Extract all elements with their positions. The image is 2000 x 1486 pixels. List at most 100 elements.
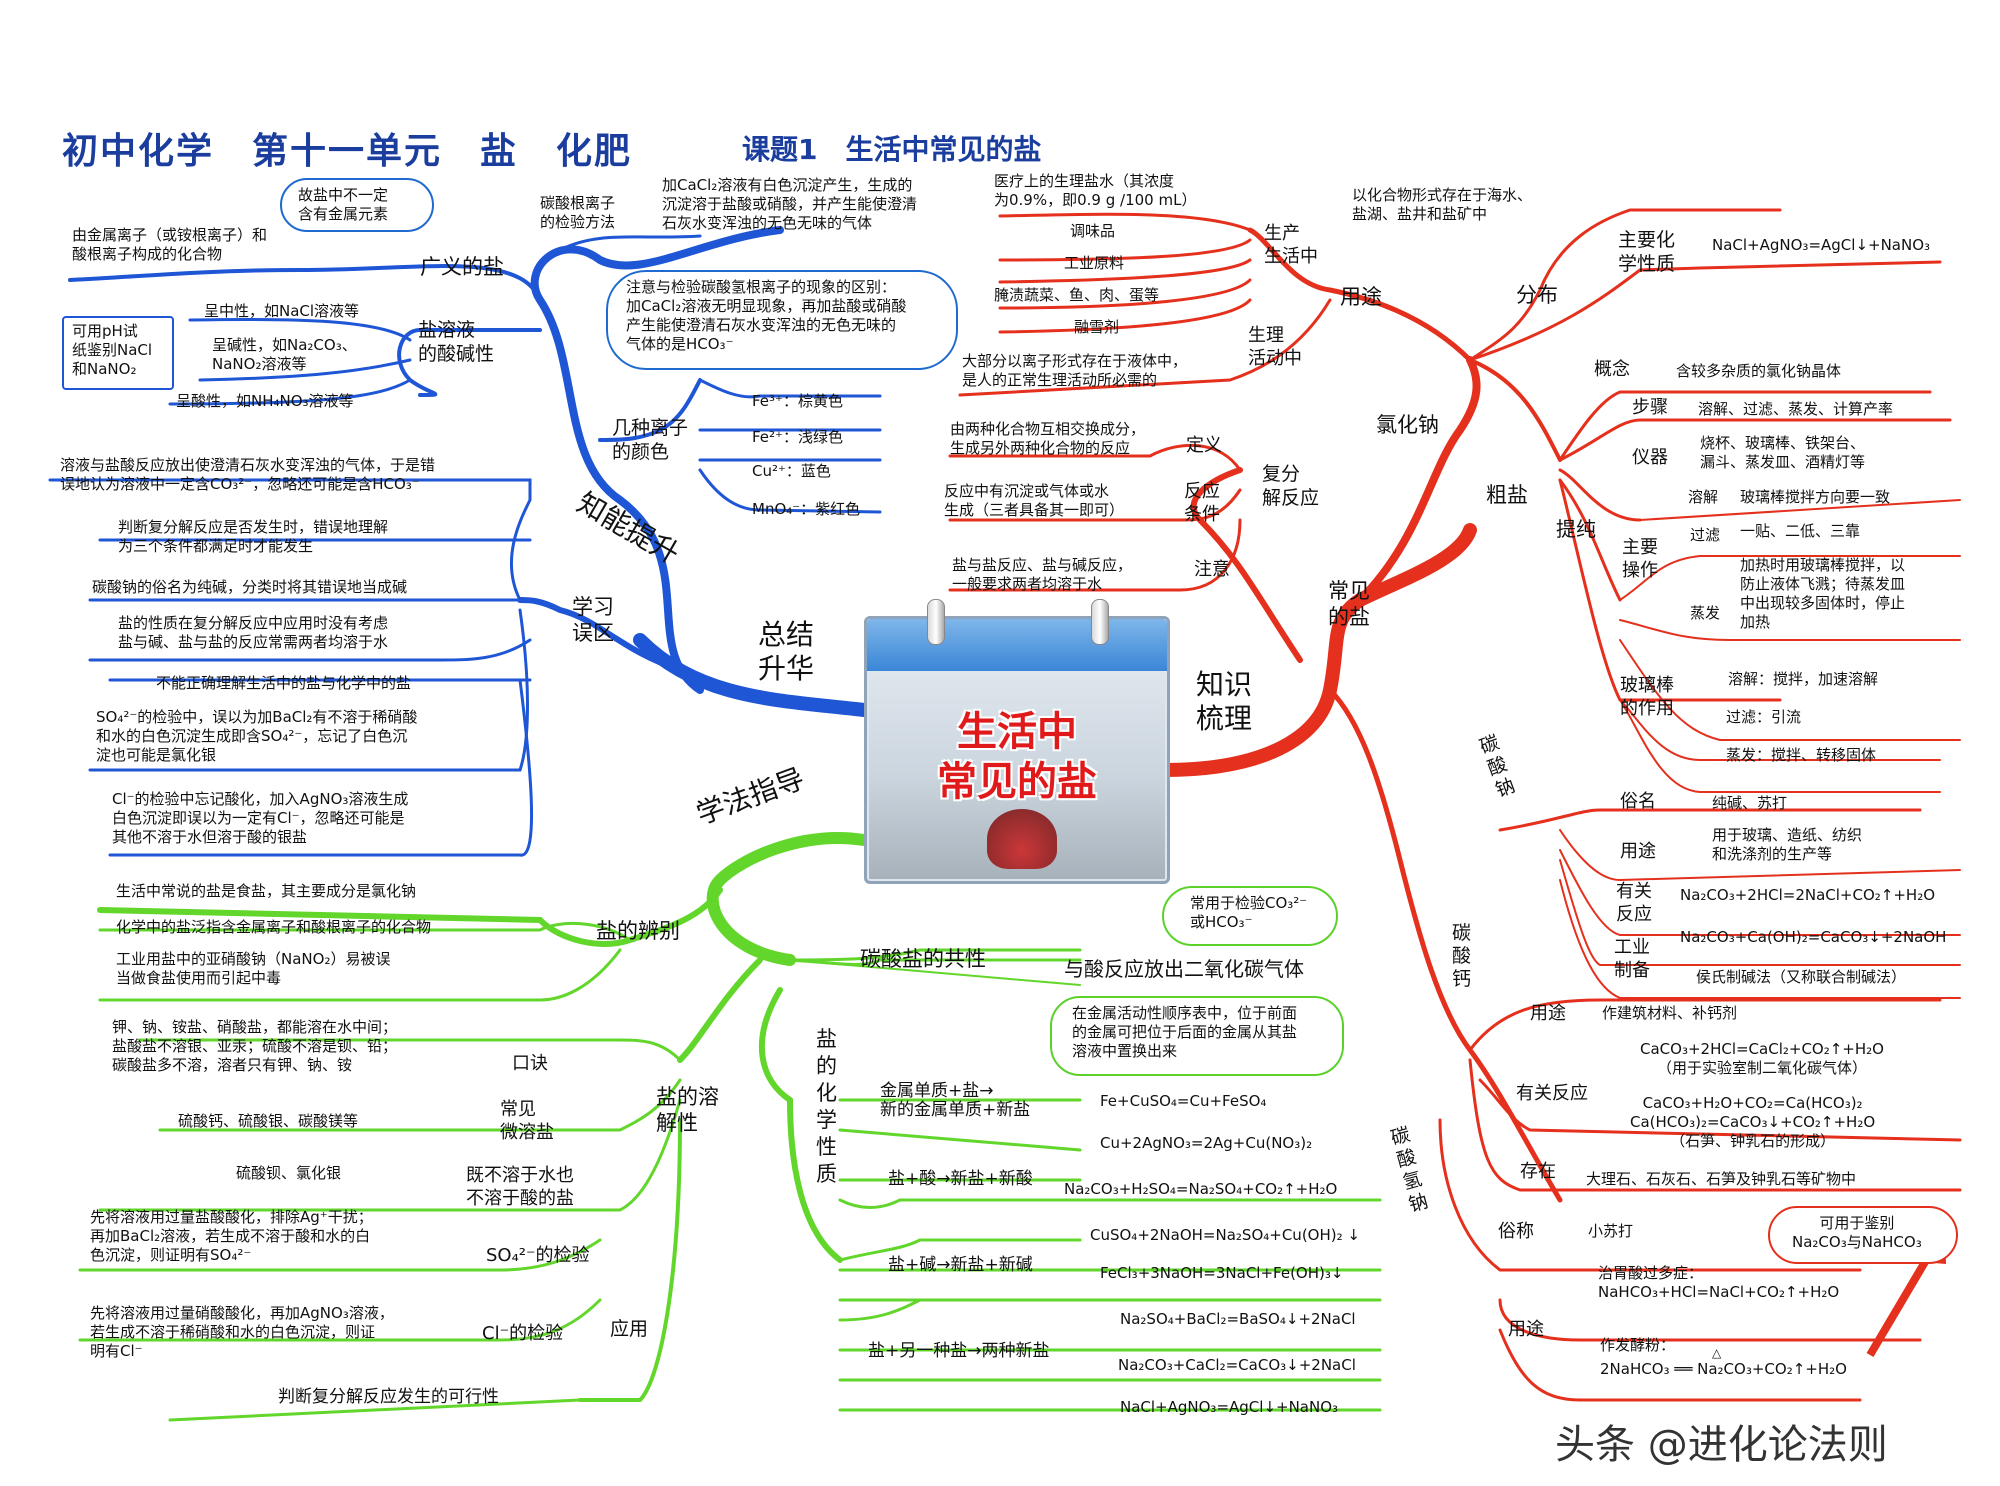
label-gongye: 工业 制备 — [1614, 937, 1650, 981]
eq-fe: Fe+CuSO₄=Cu+FeSO₄ — [1100, 1092, 1267, 1110]
text-fajiao: 作发酵粉： — [1600, 1336, 1676, 1354]
label-suchen: 俗称 — [1498, 1221, 1534, 1242]
page-subtitle: 课题1 生活中常见的盐 — [742, 133, 1042, 166]
eq-ca-2: CaCO₃+H₂O+CO₂=Ca(HCO₃)₂ Ca(HCO₃)₂=CaCO₃↓… — [1630, 1094, 1876, 1150]
text-fe2: Fe²⁺：浅绿色 — [752, 428, 843, 446]
center-title-line1: 生活中 — [957, 709, 1077, 755]
text-fenbu: 以化合物形式存在于海水、 盐湖、盐井和盐矿中 — [1352, 186, 1533, 223]
text-weirong: 硫酸钙、硫酸银、碳酸镁等 — [178, 1112, 359, 1130]
label-gainian: 概念 — [1594, 359, 1630, 380]
note-bubble-jianbie: 可用于鉴别 Na₂CO₃与NaHCO₃ — [1768, 1206, 1958, 1264]
label-na-yongtu: 用途 — [1620, 841, 1656, 862]
text-panduan: 判断复分解反应发生的可行性 — [278, 1387, 499, 1407]
note-bubble-metal-order: 在金属活动性顺序表中，位于前面 的金属可把位于后面的金属从其盐 溶液中置换出来 — [1050, 996, 1344, 1076]
label-hco3-yongtu: 用途 — [1508, 1319, 1544, 1340]
note-text: 可用于鉴别 Na₂CO₃与NaHCO₃ — [1792, 1214, 1922, 1251]
note-bubble-co3: 常用于检验CO₃²⁻ 或HCO₃⁻ — [1162, 886, 1338, 946]
watermark: 头条 @进化论法则 — [1555, 1422, 1888, 1468]
text-wuqu-3: 盐的性质在复分解反应中应用时没有考虑 盐与碱、盐与盐的反应常需两者均溶于水 — [118, 614, 389, 651]
text-yiqi: 烧杯、玻璃棒、铁架台、 漏斗、蒸发皿、酒精灯等 — [1700, 434, 1866, 471]
label-zhuyao: 主要化 学性质 — [1618, 229, 1676, 275]
text-wuqu-6: Cl⁻的检验中忘记酸化，加入AgNO₃溶液生成 白色沉淀即误以为一定有Cl⁻，忽… — [112, 790, 409, 846]
label-lvhuana: 氯化钠 — [1376, 413, 1439, 437]
text-so4-check: 先将溶液用过量盐酸酸化，排除Ag⁺干扰； 再加BaCl₂溶液，若生成不溶于酸和水… — [90, 1208, 373, 1264]
label-suanjian: 盐溶液 的酸碱性 — [418, 319, 495, 365]
text-suanxing: 呈酸性，如NH₄NO₃溶液等 — [176, 392, 354, 410]
text-wuqu-1: 判断复分解反应是否发生时，错误地理解 为三个条件都满足时才能发生 — [118, 518, 389, 555]
text-suming: 纯碱、苏打 — [1712, 794, 1788, 812]
label-fenbu: 分布 — [1516, 283, 1558, 307]
label-suming: 俗名 — [1620, 791, 1656, 812]
eq-na-2: Na₂CO₃+Ca(OH)₂=CaCO₃↓+2NaOH — [1680, 928, 1947, 946]
text-mno4: MnO₄⁻：紫红色 — [752, 500, 861, 518]
text-boli-2: 过滤：引流 — [1726, 708, 1802, 726]
center-title-line2: 常见的盐 — [937, 759, 1097, 805]
text-tansuan-desc: 加CaCl₂溶液有白色沉淀产生，生成的 沉淀溶于盐酸或硝酸，并产生能使澄清 石灰… — [662, 176, 918, 232]
text-gongye: 侯氏制碱法（又称联合制碱法） — [1696, 968, 1907, 986]
label-zhuyao-caozuo: 主要 操作 — [1622, 537, 1658, 581]
text-bb-3: 工业用盐中的亚硝酸钠（NaNO₂）易被误 当做食盐使用而引起中毒 — [116, 950, 391, 987]
branch-zongjie: 总结 升华 — [758, 618, 815, 685]
calendar-header — [867, 619, 1167, 671]
text-suchen: 小苏打 — [1588, 1222, 1634, 1240]
text-wuqu-0: 溶液与盐酸反应放出使澄清石灰水变浑浊的气体，于是错 误地认为溶液中一定含CO₃²… — [60, 456, 436, 493]
eq-baso4: Na₂SO₄+BaCl₂=BaSO₄↓+2NaCl — [1120, 1310, 1356, 1328]
label-yan-suan: 盐+酸→新盐+新酸 — [888, 1169, 1033, 1189]
text-na-yongtu: 用于玻璃、造纸、纺织 和洗涤剂的生产等 — [1712, 826, 1863, 863]
text-zhiliao: 治胃酸过多症： NaHCO₃+HCl=NaCl+CO₂↑+H₂O — [1598, 1264, 1840, 1301]
branch-zhishi: 知识 梳理 — [1196, 668, 1253, 735]
eq-fajiao: 2NaHCO₃ ══ Na₂CO₃+CO₂↑+H₂O — [1600, 1360, 1847, 1378]
text-boli-3: 蒸发：搅拌、转移固体 — [1726, 746, 1877, 764]
label-tansuan-check: 碳酸根离子 的检验方法 — [540, 194, 616, 231]
branch-xuexi: 学习 误区 — [572, 595, 614, 645]
text-delta: △ — [1712, 1346, 1722, 1360]
label-youguan: 有关 反应 — [1616, 881, 1652, 925]
label-cl-check: Cl⁻的检验 — [482, 1323, 564, 1344]
note-text: 注意与检验碳酸氢根离子的现象的区别： 加CaCl₂溶液无明显现象，再加盐酸或硝酸… — [626, 278, 907, 353]
label-burong: 既不溶于水也 不溶于酸的盐 — [466, 1165, 574, 1209]
label-yongtu: 用途 — [1340, 285, 1382, 309]
label-koujue: 口诀 — [512, 1053, 548, 1074]
label-guangyi: 广义的盐 — [420, 255, 504, 279]
note-bubble-hco3: 注意与检验碳酸氢根离子的现象的区别： 加CaCl₂溶液无明显现象，再加盐酸或硝酸… — [606, 270, 958, 370]
label-tansuangai: 碳 酸 钙 — [1452, 922, 1472, 990]
text-bb-1: 生活中常说的盐是食盐，其主要成分是氯化钠 — [116, 882, 417, 900]
flask-icon — [987, 809, 1057, 869]
label-zhengfa: 蒸发 — [1690, 604, 1721, 622]
label-so4-check: SO₄²⁻的检验 — [486, 1245, 590, 1266]
text-zhongxing: 呈中性，如NaCl溶液等 — [204, 302, 360, 320]
label-yiqi: 仪器 — [1632, 447, 1668, 468]
text-wuqu-5: SO₄²⁻的检验中，误以为加BaCl₂有不溶于稀硝酸 和水的白色沉淀生成即含SO… — [96, 708, 418, 764]
text-rongjie-op: 玻璃棒搅拌方向要一致 — [1740, 488, 1891, 506]
ph-note-box: 可用pH试 纸鉴别NaCl 和NaNO₂ — [62, 316, 174, 390]
text-yt-2: 调味品 — [1070, 222, 1116, 240]
note-text: 故盐中不一定 含有金属元素 — [298, 186, 389, 223]
label-zhuyi: 注意 — [1194, 559, 1230, 580]
text-yt-5: 融雪剂 — [1074, 318, 1120, 336]
label-rongjie: 盐的溶 解性 — [656, 1085, 719, 1135]
note-bubble: 故盐中不一定 含有金属元素 — [280, 178, 434, 232]
label-huaxue: 盐 的 化 学 性 质 — [816, 1027, 837, 1186]
label-tichun: 提纯 — [1556, 517, 1596, 541]
note-text: 在金属活动性顺序表中，位于前面 的金属可把位于后面的金属从其盐 溶液中置换出来 — [1072, 1004, 1298, 1060]
text-buzhou: 溶解、过滤、蒸发、计算产率 — [1698, 400, 1894, 418]
label-yan-jian: 盐+碱→新盐+新碱 — [888, 1255, 1033, 1275]
label-guolv: 过滤 — [1690, 526, 1721, 544]
label-yan-yan: 盐+另一种盐→两种新盐 — [868, 1341, 1050, 1361]
eq-zhuyao: NaCl+AgNO₃=AgCl↓+NaNO₃ — [1712, 236, 1931, 254]
eq-cuoh: CuSO₄+2NaOH=Na₂SO₄+Cu(OH)₂ ↓ — [1090, 1226, 1360, 1244]
text-dingyi: 由两种化合物互相交换成分， 生成另外两种化合物的反应 — [950, 420, 1146, 457]
label-jinshu: 金属单质+盐→ 新的金属单质+新盐 — [880, 1081, 1031, 1120]
label-shengchan: 生产 生活中 — [1264, 223, 1318, 267]
text-zhengfa: 加热时用玻璃棒搅拌，以 防止液体飞溅；待蒸发皿 中出现较多固体时，停止 加热 — [1740, 556, 1906, 631]
label-shengli: 生理 活动中 — [1248, 325, 1302, 369]
text-gongxing: 与酸反应放出二氧化碳气体 — [1064, 957, 1304, 981]
label-boli: 玻璃棒 的作用 — [1620, 675, 1674, 719]
eq-agcl: NaCl+AgNO₃=AgCl↓+NaNO₃ — [1120, 1398, 1339, 1416]
text-jianxing: 呈碱性，如Na₂CO₃、 NaNO₂溶液等 — [212, 336, 357, 373]
text-cunzai: 大理石、石灰石、石笋及钟乳石等矿物中 — [1586, 1170, 1857, 1188]
label-fufenjie: 复分 解反应 — [1262, 463, 1320, 509]
label-dingyi: 定义 — [1186, 435, 1222, 456]
note-text: 常用于检验CO₃²⁻ 或HCO₃⁻ — [1190, 894, 1308, 931]
